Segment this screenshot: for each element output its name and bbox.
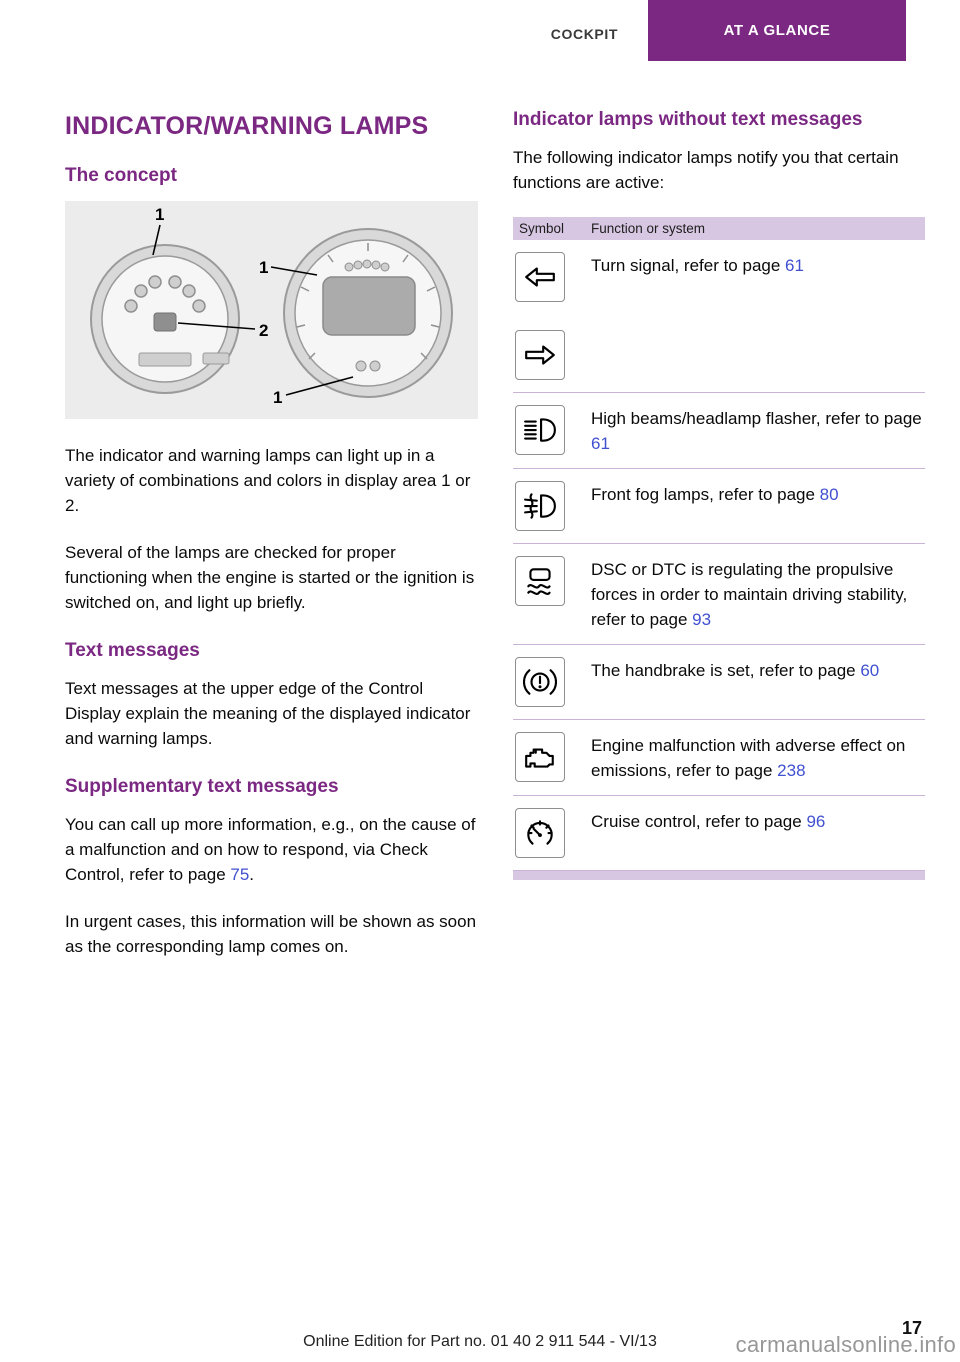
symbol-cell bbox=[515, 657, 591, 707]
supplementary-text-end: . bbox=[249, 865, 255, 884]
function-text: Front fog lamps, refer to page bbox=[591, 485, 820, 504]
cruise-control-icon bbox=[515, 808, 565, 858]
page-ref-link-75[interactable]: 75 bbox=[230, 865, 250, 884]
concept-heading: The concept bbox=[65, 165, 177, 186]
indicator-lamps-table: Symbol Function or system Turn signal, r… bbox=[513, 217, 925, 880]
function-text: High beams/headlamp flasher, refer to pa… bbox=[591, 409, 922, 428]
function-text: DSC or DTC is regulating the propulsive … bbox=[591, 560, 908, 629]
figure-callout-1-bottom: 1 bbox=[273, 388, 282, 407]
page-number: 17 bbox=[901, 1318, 922, 1338]
function-text: Engine malfunction with adverse effect o… bbox=[591, 736, 906, 780]
supplementary-paragraph-1: You can call up more information, e.g., … bbox=[65, 812, 478, 887]
table-row-front-fog: Front fog lamps, refer to page 80 bbox=[513, 469, 925, 544]
concept-paragraph-1: The indicator and warning lamps can ligh… bbox=[65, 446, 471, 515]
indicator-lamps-heading: Indicator lamps without text messages bbox=[513, 109, 863, 130]
header-section-label: COCKPIT bbox=[550, 26, 618, 42]
table-row-high-beams: High beams/headlamp flasher, refer to pa… bbox=[513, 393, 925, 469]
symbol-cell bbox=[515, 732, 591, 783]
table-row-cruise: Cruise control, refer to page 96 bbox=[513, 796, 925, 871]
figure-callout-1-top: 1 bbox=[155, 205, 164, 224]
function-text: Cruise control, refer to page bbox=[591, 812, 807, 831]
dsc-icon bbox=[515, 556, 565, 606]
function-cell: DSC or DTC is regulating the propulsive … bbox=[591, 556, 925, 632]
text-messages-paragraph: Text messages at the upper edge of the C… bbox=[65, 679, 471, 748]
function-cell: Front fog lamps, refer to page 80 bbox=[591, 481, 925, 531]
function-cell: Engine malfunction with adverse effect o… bbox=[591, 732, 925, 783]
watermark-text: carmanualsonline.info bbox=[735, 1332, 956, 1357]
handbrake-icon bbox=[515, 657, 565, 707]
supplementary-heading: Supplementary text messages bbox=[65, 776, 339, 797]
header-chapter-label: AT A GLANCE bbox=[723, 22, 831, 39]
page-ref-link[interactable]: 61 bbox=[785, 256, 804, 275]
table-header-function: Function or system bbox=[591, 221, 706, 236]
supplementary-paragraph-2: In urgent cases, this information will b… bbox=[65, 912, 477, 956]
front-fog-lamps-icon bbox=[515, 481, 565, 531]
table-bottom-bar bbox=[513, 871, 925, 880]
function-cell: The handbrake is set, refer to page 60 bbox=[591, 657, 925, 707]
instrument-cluster-image: 1 1 2 1 bbox=[65, 201, 478, 419]
symbol-cell bbox=[515, 252, 591, 380]
engine-malfunction-icon bbox=[515, 732, 565, 782]
symbol-cell bbox=[515, 808, 591, 858]
symbol-cell bbox=[515, 556, 591, 632]
table-header-symbol: Symbol bbox=[519, 221, 565, 236]
table-row-turn-signal: Turn signal, refer to page 61 bbox=[513, 240, 925, 393]
high-beams-icon bbox=[515, 405, 565, 455]
instrument-cluster-figure: 1 1 2 1 bbox=[65, 201, 478, 419]
page-ref-link[interactable]: 96 bbox=[806, 812, 826, 831]
table-row-dsc: DSC or DTC is regulating the propulsive … bbox=[513, 544, 925, 645]
symbol-cell bbox=[515, 405, 591, 456]
function-cell: High beams/headlamp flasher, refer to pa… bbox=[591, 405, 925, 456]
table-header-row: Symbol Function or system bbox=[513, 217, 925, 240]
turn-signal-right-icon bbox=[515, 330, 565, 380]
right-column: Indicator lamps without text messages Th… bbox=[513, 108, 925, 880]
concept-paragraph-2: Several of the lamps are checked for pro… bbox=[65, 543, 475, 612]
header-chapter-box: AT A GLANCE bbox=[648, 0, 906, 61]
page-ref-link[interactable]: 61 bbox=[591, 434, 610, 453]
figure-callout-2: 2 bbox=[259, 321, 268, 340]
function-cell: Cruise control, refer to page 96 bbox=[591, 808, 925, 858]
supplementary-text: You can call up more information, e.g., … bbox=[65, 815, 476, 884]
page-ref-link[interactable]: 93 bbox=[692, 610, 712, 629]
figure-callout-1-right: 1 bbox=[259, 258, 268, 277]
function-cell: Turn signal, refer to page 61 bbox=[591, 252, 925, 380]
page-ref-link[interactable]: 60 bbox=[860, 661, 880, 680]
page-ref-link[interactable]: 238 bbox=[777, 761, 806, 780]
table-row-handbrake: The handbrake is set, refer to page 60 bbox=[513, 645, 925, 720]
function-text: The handbrake is set, refer to page bbox=[591, 661, 861, 680]
text-messages-heading: Text messages bbox=[65, 640, 200, 661]
page-ref-link[interactable]: 80 bbox=[819, 485, 839, 504]
function-text: Turn signal, refer to page bbox=[591, 256, 786, 275]
turn-signal-left-icon bbox=[515, 252, 565, 302]
footer-edition-text: Online Edition for Part no. 01 40 2 911 … bbox=[303, 1333, 657, 1350]
symbol-cell bbox=[515, 481, 591, 531]
indicator-lamps-intro: The following indicator lamps notify you… bbox=[513, 148, 899, 192]
table-row-engine: Engine malfunction with adverse effect o… bbox=[513, 720, 925, 796]
page-title: INDICATOR/WARNING LAMPS bbox=[65, 112, 429, 140]
left-column: INDICATOR/WARNING LAMPS The concept bbox=[65, 112, 478, 981]
